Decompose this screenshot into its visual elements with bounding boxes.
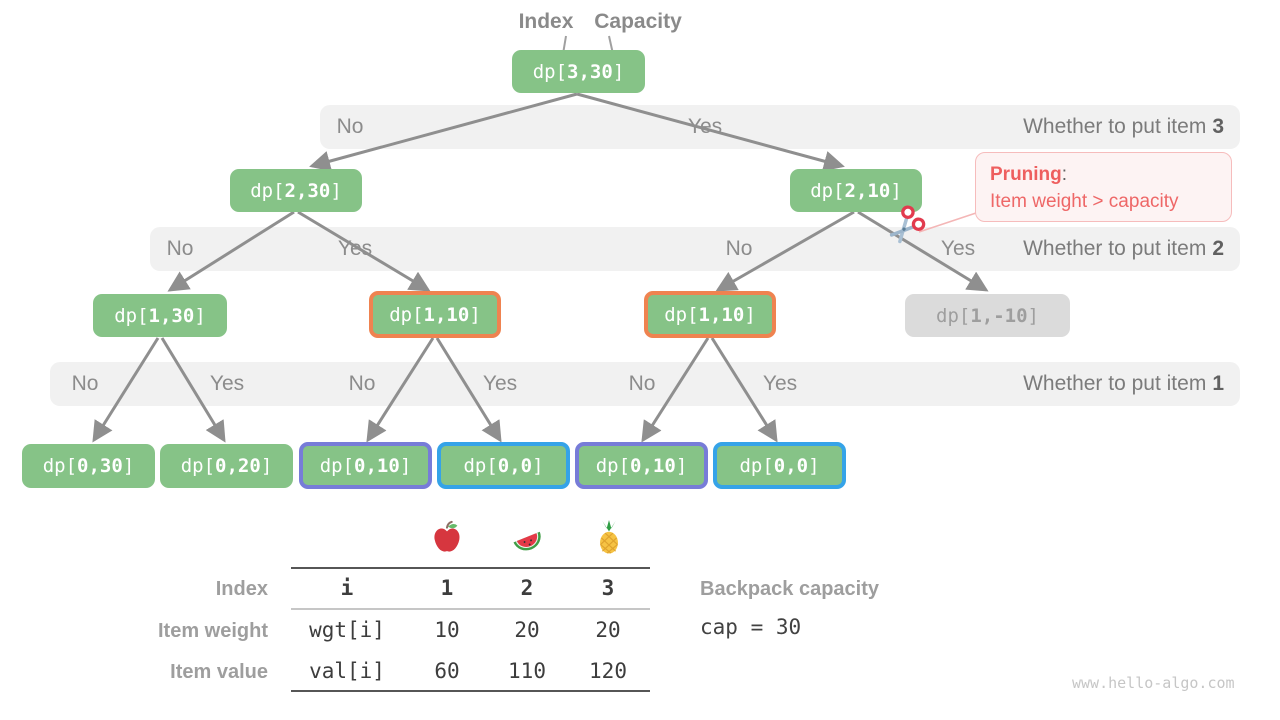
watermark: www.hello-algo.com [1072,674,1235,692]
backpack-capacity-value: cap = 30 [700,615,802,639]
node-dp-0-10-right: dp[0,10] [575,442,708,489]
band1-no-label-1: No [71,372,99,395]
table-cell: 20 [595,618,621,642]
table-cell: 60 [434,659,460,683]
node-dp-0-0-right: dp[0,0] [713,442,846,489]
node-dp-0-0-left: dp[0,0] [437,442,570,489]
table-cell: 3 [601,576,615,600]
pruning-connector-line [918,212,977,233]
band1-yes-label-1: Yes [209,372,245,395]
table-cell: 10 [434,618,460,642]
table-cell: 1 [440,576,454,600]
row-label-item-weight: Item weight [157,620,268,642]
table-bottom-rule [291,690,650,692]
band1-no-label-3: No [628,372,656,395]
node-dp-3-30: dp[3,30] [512,50,645,93]
backpack-capacity-label: Backpack capacity [700,578,880,600]
table-cell: i [340,576,354,600]
node-dp-0-20: dp[0,20] [160,444,293,488]
watermelon-icon [513,531,541,551]
node-dp-2-10: dp[2,10] [790,169,922,212]
node-dp-1-10-right: dp[1,10] [644,291,776,338]
pruning-title: Pruning [990,164,1062,185]
band1-yes-label-3: Yes [762,372,798,395]
row-label-item-value: Item value [170,661,268,683]
table-cell: 20 [514,618,540,642]
band1-yes-label-2: Yes [482,372,518,395]
apple-icon [434,520,460,552]
node-dp-1-30: dp[1,30] [93,294,227,337]
pruning-body: Item weight > capacity [990,191,1179,212]
capacity-variable-label: Capacity [594,10,682,33]
node-dp-1-10-left: dp[1,10] [369,291,501,338]
band1-no-label-2: No [348,372,376,395]
index-variable-label: Index [518,10,574,33]
table-cell: wgt[i] [309,618,385,642]
pineapple-icon [600,520,618,554]
band2-no-label-2: No [725,237,753,260]
table-mid-rule [291,608,650,610]
node-dp-2-30: dp[2,30] [230,169,362,212]
band2-no-label-1: No [166,237,194,260]
pruning-callout: Pruning: Item weight > capacity [975,152,1232,222]
band3-no-label: No [336,115,364,138]
node-dp-1-neg10-pruned: dp[1,-10] [905,294,1070,337]
scissors-icon [889,205,926,244]
table-cell: 120 [589,659,627,683]
table-top-rule [291,567,650,569]
table-cell: 2 [520,576,534,600]
tree-arrows [92,92,989,443]
table-cell: 110 [508,659,546,683]
row-label-index: Index [215,578,268,600]
band2-yes-label-2: Yes [940,237,976,260]
node-dp-0-10-left: dp[0,10] [299,442,432,489]
decision-band-item-1: No Yes No Yes No Yes Whether to put item… [50,362,1240,406]
table-cell: val[i] [309,659,385,683]
node-dp-0-30: dp[0,30] [22,444,155,488]
